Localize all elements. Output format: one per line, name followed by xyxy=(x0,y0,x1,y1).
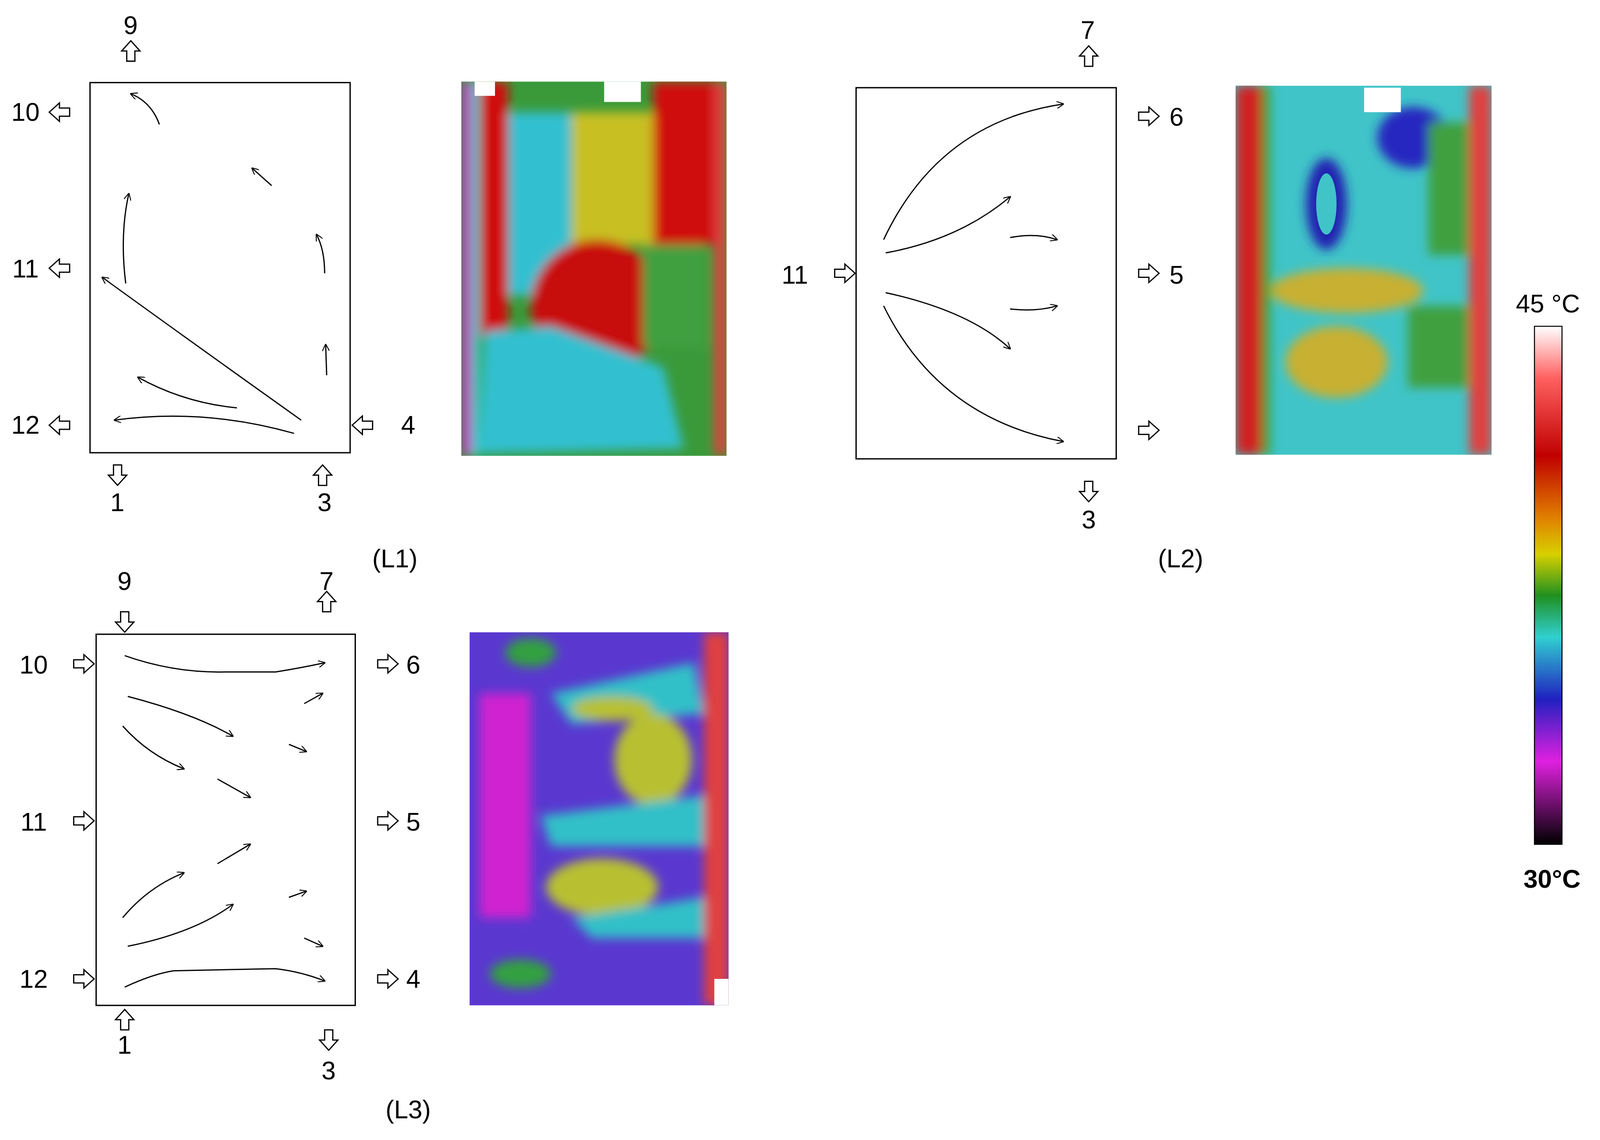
thermal-image-l3 xyxy=(469,632,729,1006)
scale-value: 45 °C xyxy=(1515,291,1581,317)
port-number: 7 xyxy=(319,568,334,595)
port-number: 3 xyxy=(1081,507,1096,534)
port-number: 11 xyxy=(781,262,809,289)
port-number: 3 xyxy=(321,1058,336,1085)
port-number: 1 xyxy=(117,1033,132,1059)
color-scale xyxy=(1534,326,1562,845)
port-number: 12 xyxy=(11,412,40,439)
thermal-image-l2 xyxy=(1235,85,1492,456)
port-number: 10 xyxy=(19,652,48,679)
port-number: 3 xyxy=(317,490,332,516)
port-number: 6 xyxy=(405,652,421,679)
port-number: 5 xyxy=(405,809,421,836)
port-number: 9 xyxy=(123,12,138,39)
port-number: 9 xyxy=(117,568,132,595)
panel-label: (L1) xyxy=(372,546,418,572)
panel-l1 xyxy=(49,40,373,486)
panel-label: (L3) xyxy=(385,1097,431,1124)
port-number: 7 xyxy=(1080,17,1095,44)
port-number: 6 xyxy=(1169,104,1184,131)
port-number: 1 xyxy=(110,490,125,516)
scale-value: 30°C xyxy=(1523,866,1581,893)
port-number: 4 xyxy=(405,966,421,993)
port-number: 4 xyxy=(401,412,416,439)
port-number: 11 xyxy=(12,256,39,283)
panel-label: (L2) xyxy=(1157,546,1203,572)
panel-l2 xyxy=(834,46,1160,503)
thermal-image-l1 xyxy=(461,81,727,457)
port-number: 11 xyxy=(20,809,47,836)
port-number: 10 xyxy=(11,99,40,126)
panel-l3 xyxy=(73,591,399,1051)
port-number: 12 xyxy=(19,966,48,993)
port-number: 5 xyxy=(1169,262,1184,289)
